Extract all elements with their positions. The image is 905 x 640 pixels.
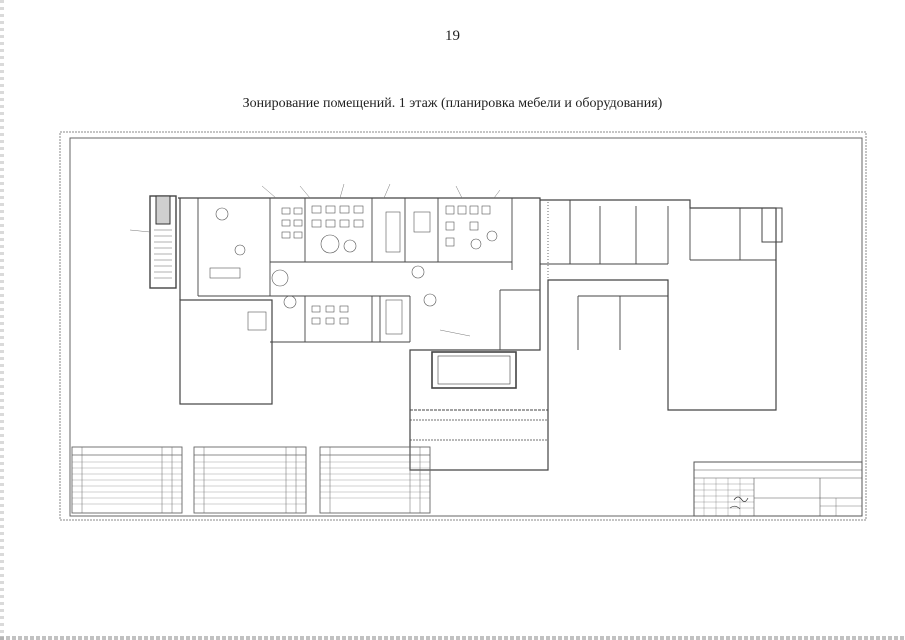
desk-cluster-1 xyxy=(281,207,303,239)
drawing-callouts xyxy=(129,183,501,337)
cabinet xyxy=(385,299,403,335)
equipment-unit xyxy=(247,311,267,331)
desk-cluster-2 xyxy=(311,205,364,228)
page-number: 19 xyxy=(445,28,460,44)
desk-cluster-3 xyxy=(445,205,498,250)
scan-edge-left xyxy=(0,0,4,640)
room-south-center xyxy=(431,351,517,389)
stair-treads xyxy=(154,229,172,279)
interior-walls xyxy=(197,198,513,343)
schedule-table-1 xyxy=(71,446,183,514)
signature-mark xyxy=(733,496,749,502)
round-table xyxy=(320,234,340,254)
furniture-layout xyxy=(209,205,498,335)
room-large-southwest xyxy=(179,299,273,405)
east-wing-walls xyxy=(499,199,776,350)
schedule-table-2 xyxy=(193,446,307,514)
figure-caption: Зонирование помещений. 1 этаж (планировк… xyxy=(242,96,663,111)
scan-edge-bottom xyxy=(0,636,905,640)
sheet-inner-frame xyxy=(69,137,863,517)
building-plan xyxy=(149,195,783,471)
sheet-outer-border xyxy=(59,131,867,521)
desk-cluster-4 xyxy=(311,305,349,325)
schedule-table-3 xyxy=(319,446,431,514)
east-annex xyxy=(761,207,783,243)
title-block xyxy=(693,461,863,517)
